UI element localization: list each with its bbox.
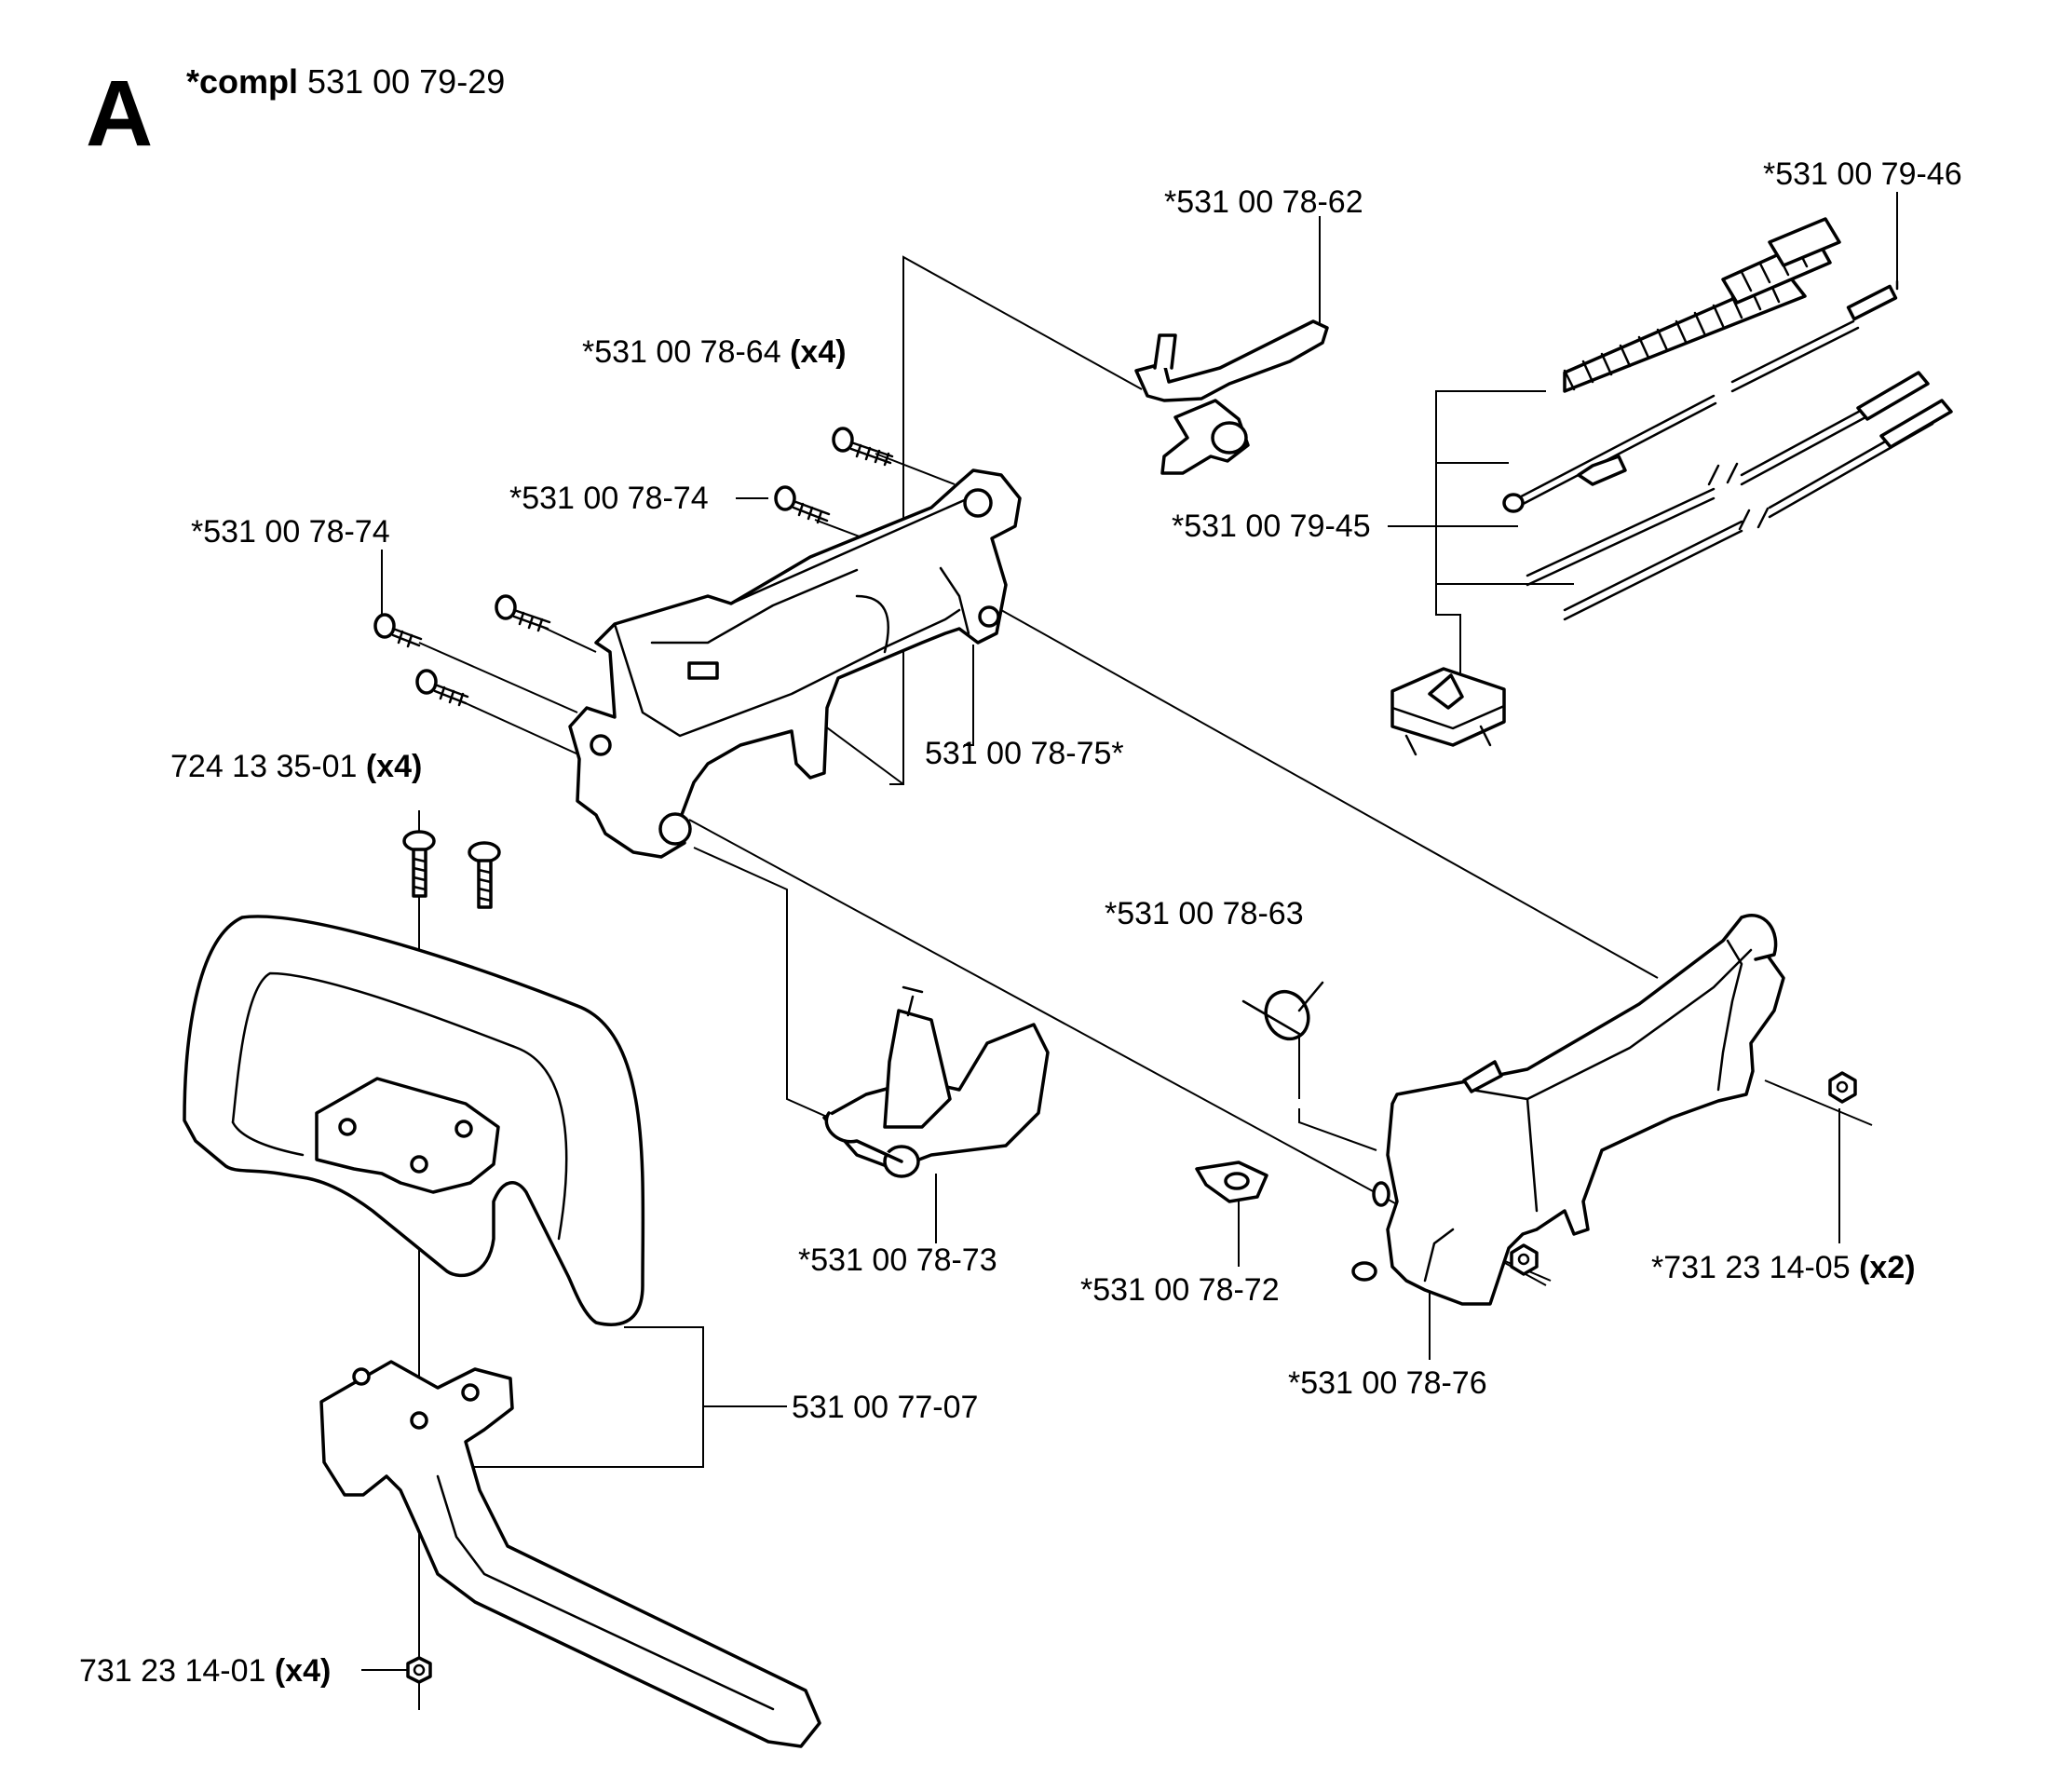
callout-531-00-78-64: *531 00 78-64 (x4): [582, 334, 847, 370]
ring-part: [1241, 981, 1324, 1041]
screw-parts: [373, 427, 894, 909]
callout-531-00-79-46: *531 00 79-46: [1763, 156, 1962, 192]
leader-lines: [361, 192, 1898, 1710]
callout-724-13-35-01: 724 13 35-01 (x4): [170, 749, 422, 784]
callout-531-00-78-63: *531 00 78-63: [1105, 896, 1304, 931]
nut-731-23-14-05-b: [1510, 1243, 1539, 1276]
callout-531-00-78-74-left: *531 00 78-74: [191, 514, 390, 550]
screw-724-13-35-01-b: [468, 841, 501, 909]
callout-531-00-77-07: 531 00 77-07: [792, 1390, 978, 1425]
clip-part: [1195, 1161, 1268, 1203]
screw-724-13-35-01-a: [402, 830, 436, 898]
assembly-title: *compl 531 00 79-29: [186, 62, 505, 101]
callout-531-00-79-45: *531 00 79-45: [1172, 509, 1371, 544]
throttle-lockout-part: [822, 985, 1050, 1178]
throttle-trigger-part: [1134, 319, 1329, 475]
nut-731-23-14-05-a: [1828, 1071, 1857, 1104]
section-letter: A: [86, 61, 153, 166]
callout-531-00-78-75: 531 00 78-75*: [925, 736, 1124, 771]
screw-78-74-left-c: [415, 669, 469, 707]
callout-531-00-78-62: *531 00 78-62: [1164, 184, 1363, 220]
handle-housing-part: [568, 468, 1022, 859]
callout-531-00-78-72: *531 00 78-72: [1080, 1272, 1280, 1308]
nut-731-23-14-01: [406, 1656, 432, 1684]
screw-78-74-left-b: [373, 613, 423, 648]
callout-531-00-78-74-upper: *531 00 78-74: [509, 481, 709, 516]
screw-78-64: [832, 427, 894, 467]
callout-531-00-78-76: *531 00 78-76: [1288, 1365, 1487, 1401]
callout-531-00-78-73: *531 00 78-73: [798, 1242, 997, 1278]
callout-731-23-14-01: 731 23 14-01 (x4): [79, 1653, 331, 1689]
callout-731-23-14-05: *731 23 14-05 (x2): [1651, 1250, 1916, 1285]
cable-and-spring-parts: [1502, 217, 1953, 621]
stop-switch-part: [1390, 667, 1506, 756]
part-callouts: *531 00 78-62 *531 00 79-46 *531 00 78-6…: [79, 156, 1962, 1689]
screw-78-74-left-a: [495, 594, 551, 632]
screw-78-74-upper: [774, 485, 831, 524]
shaft-housing-part: [1351, 914, 1785, 1306]
nut-parts: [406, 1071, 1857, 1684]
loop-handle-part: [183, 915, 821, 1748]
